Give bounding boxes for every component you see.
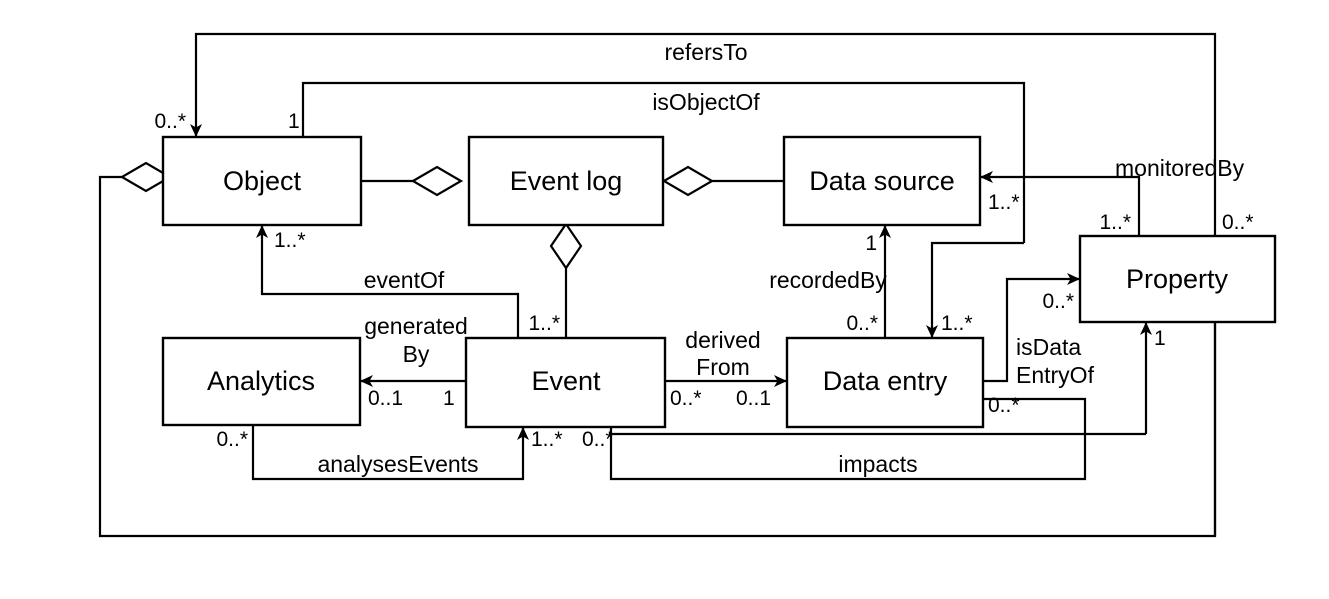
edge-is-object-of-branch bbox=[926, 241, 1024, 338]
multiplicity-label-layer: 0..* 1 1..* 1..* 1..* 1 1..* 0..* 0..* 1… bbox=[154, 110, 1253, 451]
class-box-dataentry[interactable] bbox=[785, 336, 985, 429]
mult-datasource-bottom: 1 bbox=[865, 232, 877, 255]
mult-object-top-left: 0..* bbox=[154, 110, 186, 133]
mult-property-top-left: 1..* bbox=[1099, 211, 1131, 234]
class-analytics[interactable]: Analytics bbox=[161, 336, 362, 427]
class-box-datasource[interactable] bbox=[782, 135, 982, 227]
mult-dataentry-top-right: 1..* bbox=[941, 312, 973, 335]
edge-property-outer-bottom bbox=[98, 175, 1217, 538]
edge-impacts bbox=[609, 397, 1087, 481]
mult-object-top-right: 1 bbox=[288, 110, 300, 133]
assoc-label-analyses-events: analysesEvents bbox=[317, 451, 478, 477]
edge-analyses-events bbox=[251, 425, 529, 481]
class-label-dataentry: Data entry bbox=[823, 366, 948, 396]
class-datasource[interactable]: Data source bbox=[782, 135, 982, 227]
class-label-eventlog: Event log bbox=[510, 166, 623, 196]
aggregation-diamond-eventlog-left bbox=[410, 165, 464, 197]
mult-event-right: 0..* bbox=[670, 387, 702, 410]
association-label-layer: refersTo isObjectOf monitoredBy recorded… bbox=[317, 39, 1244, 477]
mult-analytics-right: 0..1 bbox=[368, 387, 403, 410]
class-eventlog[interactable]: Event log bbox=[467, 135, 665, 227]
mult-dataentry-right: 0..* bbox=[988, 394, 1020, 417]
class-label-object: Object bbox=[223, 166, 302, 196]
mult-property-top-right: 0..* bbox=[1222, 211, 1254, 234]
edge-event-of bbox=[256, 225, 520, 338]
class-label-event: Event bbox=[531, 366, 601, 396]
assoc-label-generated: generated bbox=[364, 313, 468, 339]
mult-event-bottom-left: 1..* bbox=[531, 428, 563, 451]
assoc-label-from: From bbox=[696, 354, 750, 380]
assoc-label-monitored-by: monitoredBy bbox=[1115, 155, 1245, 181]
aggregation-diamond-eventlog-right bbox=[661, 165, 715, 197]
assoc-label-is-object-of: isObjectOf bbox=[652, 89, 760, 115]
edge-monitored-by bbox=[980, 171, 1141, 236]
class-label-property: Property bbox=[1126, 264, 1229, 294]
class-box-layer: Object Event log Data source Property An… bbox=[161, 135, 1277, 429]
assoc-label-by: By bbox=[403, 341, 430, 367]
edge-is-data-entry-of bbox=[983, 273, 1080, 383]
assoc-label-impacts: impacts bbox=[838, 451, 917, 477]
assoc-label-is-data: isData bbox=[1016, 334, 1081, 360]
assoc-label-derived: derived bbox=[685, 327, 760, 353]
class-box-property[interactable] bbox=[1078, 234, 1277, 324]
class-box-event[interactable] bbox=[464, 336, 667, 429]
edge-is-object-of bbox=[301, 81, 1026, 243]
mult-dataentry-top-left: 0..* bbox=[846, 312, 878, 335]
mult-event-left: 1 bbox=[443, 387, 455, 410]
assoc-label-refers-to: refersTo bbox=[664, 39, 747, 65]
mult-property-bottom: 1 bbox=[1154, 327, 1166, 350]
mult-eventlog-event: 1..* bbox=[528, 312, 560, 335]
class-event[interactable]: Event bbox=[464, 336, 667, 429]
mult-datasource-right: 1..* bbox=[988, 191, 1020, 214]
class-box-eventlog[interactable] bbox=[467, 135, 665, 227]
class-object[interactable]: Object bbox=[161, 135, 363, 227]
class-box-analytics[interactable] bbox=[161, 336, 362, 427]
aggregation-diamond-layer bbox=[119, 161, 715, 270]
mult-dataentry-left: 0..1 bbox=[736, 387, 771, 410]
assoc-label-recorded-by: recordedBy bbox=[769, 267, 887, 293]
class-property[interactable]: Property bbox=[1078, 234, 1277, 324]
mult-object-bottom: 1..* bbox=[274, 229, 306, 252]
class-label-datasource: Data source bbox=[809, 166, 955, 196]
aggregation-diamond-eventlog-bottom bbox=[549, 222, 583, 270]
assoc-label-entry-of: EntryOf bbox=[1016, 362, 1095, 388]
class-dataentry[interactable]: Data entry bbox=[785, 336, 985, 429]
mult-property-left: 0..* bbox=[1042, 290, 1074, 313]
class-label-analytics: Analytics bbox=[207, 366, 315, 396]
class-box-object[interactable] bbox=[161, 135, 363, 227]
mult-event-bottom-right: 0..* bbox=[582, 428, 614, 451]
edge-layer bbox=[98, 32, 1217, 538]
mult-analytics-bottom: 0..* bbox=[216, 428, 248, 451]
assoc-label-event-of: eventOf bbox=[364, 267, 445, 293]
